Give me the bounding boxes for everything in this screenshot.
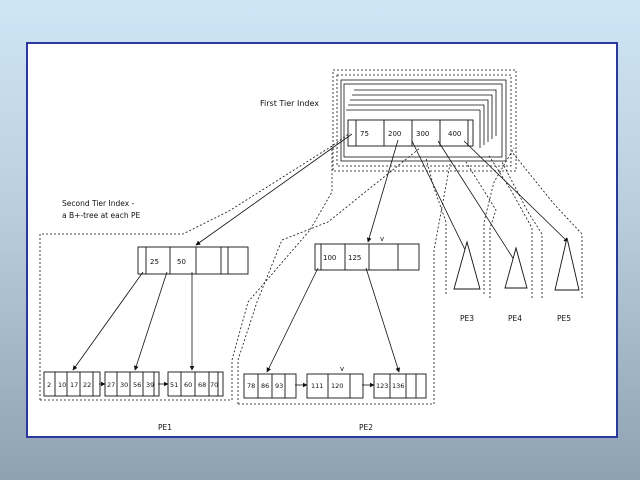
pe1-node-to-leaf-pointer [72, 271, 144, 371]
second-tier-label-line1: Second Tier Index - [62, 199, 135, 208]
leaf-key: 27 [107, 381, 115, 389]
root-to-pe4-pointer [437, 140, 519, 267]
pe2-pointers [266, 267, 401, 388]
pe2-node-to-leaf-pointer [266, 267, 319, 373]
pe5-region-dashed-border [501, 161, 543, 298]
pe2-node-key: 125 [348, 254, 361, 262]
leaf-node [167, 371, 224, 397]
leaf-key: 68 [198, 381, 206, 389]
leaf-key: 111 [311, 382, 323, 390]
leaf-key: 60 [184, 381, 192, 389]
pe2-leaf-nodes [243, 373, 427, 399]
leaf-key: 86 [261, 382, 269, 390]
pe1-region-right-border [231, 146, 333, 400]
leaf-key: 120 [331, 382, 343, 390]
leaf-key: 56 [133, 381, 141, 389]
pe4-region-right-border [487, 153, 533, 298]
pe2-leaf-arrow-label: v [340, 365, 344, 373]
leaf-key: 30 [120, 381, 128, 389]
pe3-region-dashed-border [425, 157, 447, 294]
pe4-subtree-triangle [504, 246, 528, 289]
stacked-page-3 [350, 99, 489, 142]
leaf-key: 22 [83, 381, 91, 389]
pe2-region-right-border [433, 163, 451, 404]
pe1-internal-node [137, 246, 249, 275]
pe5-region-right-border [511, 151, 583, 298]
leaf-key: 70 [210, 381, 218, 389]
leaf-node [104, 371, 160, 397]
pe3-label: PE3 [460, 314, 474, 323]
pe5-subtree-triangle [554, 237, 580, 291]
first-tier-label: First Tier Index [260, 99, 319, 108]
first-tier-inner-box-2 [343, 83, 503, 158]
pe4-label: PE4 [508, 314, 522, 323]
pe1-node-key: 50 [177, 258, 186, 266]
root-to-pe3-pointer [411, 140, 473, 265]
leaf-node [243, 373, 297, 399]
pe1-label: PE1 [158, 423, 172, 432]
two-tier-index-diagram: First Tier Index 75 200 300 400 Second T… [39, 69, 583, 432]
pe2-node-key: 100 [323, 254, 336, 262]
root-to-pe1-pointer [195, 133, 353, 246]
pe2-internal-node [314, 243, 420, 271]
first-tier-inner-box [340, 79, 507, 162]
leaf-key: 78 [247, 382, 255, 390]
leaf-key: 136 [392, 382, 404, 390]
root-pointers [195, 133, 569, 267]
pe5-label: PE5 [557, 314, 571, 323]
pe2-root-arrow-label: v [380, 235, 384, 243]
pe3-subtree-triangle [453, 240, 481, 290]
root-node [347, 119, 474, 147]
stacked-page-4 [352, 94, 493, 139]
root-to-pe2-pointer [366, 139, 399, 243]
pe1-region-dashed-border [39, 132, 351, 400]
leaf-key: 51 [170, 381, 178, 389]
root-key: 300 [416, 130, 429, 138]
root-key: 400 [448, 130, 461, 138]
stacked-page-1 [346, 109, 481, 148]
leaf-key: 123 [376, 382, 388, 390]
leaf-key: 39 [146, 381, 154, 389]
pe1-node-key: 25 [150, 258, 159, 266]
leaf-key: 10 [58, 381, 66, 389]
leaf-key: 93 [275, 382, 283, 390]
pe2-region-dashed-border [237, 147, 421, 404]
pe4-region-dashed-border [465, 161, 497, 298]
root-key: 200 [388, 130, 401, 138]
slide-panel: First Tier Index 75 200 300 400 Second T… [26, 42, 618, 438]
root-to-pe5-pointer [463, 140, 569, 243]
pe3-region-right-border [483, 147, 515, 294]
first-tier-outer-dashed-box [332, 69, 517, 172]
leaf-key: 2 [47, 381, 51, 389]
leaf-node [373, 373, 427, 399]
second-tier-label-line2: a B+-tree at each PE [62, 211, 141, 220]
stacked-page-5 [354, 89, 497, 136]
leaf-key: 17 [70, 381, 78, 389]
pe-subtrees [453, 237, 580, 291]
root-key: 75 [360, 130, 369, 138]
pe2-node-to-leaf-pointer [365, 267, 401, 373]
stacked-page-2 [348, 104, 485, 145]
pe1-node-to-leaf-pointer [134, 271, 168, 371]
pe2-label: PE2 [359, 423, 373, 432]
pe1-pointers [72, 271, 195, 387]
